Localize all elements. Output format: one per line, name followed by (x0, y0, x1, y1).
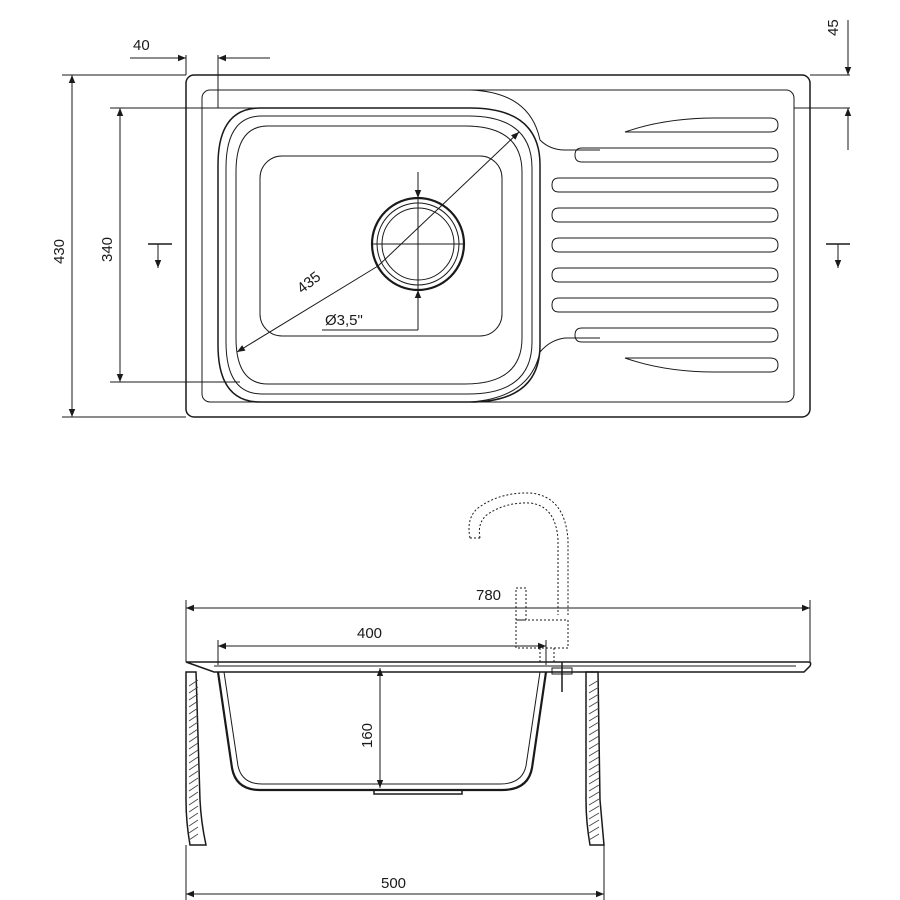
top-view (185, 74, 850, 418)
drainer-transition-bottom (469, 337, 600, 403)
bowl-floor (259, 155, 503, 337)
dim-diagonal: 435 (294, 268, 324, 297)
drainer-rib (551, 297, 779, 313)
drainer-rib (551, 267, 779, 283)
dim-offset-left: 40 (133, 37, 150, 54)
drainer-ribs (551, 117, 779, 373)
drain-outlet (373, 789, 463, 795)
drainer-rib (574, 147, 779, 163)
dim-bowl-width: 400 (357, 625, 382, 642)
bowl-profile (216, 671, 548, 792)
dim-total-width: 780 (476, 587, 501, 604)
sink-outer-rim (185, 74, 811, 418)
section-marker-right (826, 243, 850, 268)
drainer-rib (624, 357, 779, 373)
drainer-transition (469, 89, 600, 151)
dim-bowl-depth: 160 (359, 723, 376, 748)
sink-inner-deck (201, 89, 795, 403)
cabinet-wall-right (585, 671, 605, 846)
dim-total-height: 430 (51, 239, 68, 264)
section-marker-left (148, 243, 172, 268)
dim-cabinet-width: 500 (381, 875, 406, 892)
dim-bowl-height: 340 (99, 237, 116, 262)
sink-rim-profile (185, 661, 812, 673)
drainer-rib (624, 117, 779, 133)
side-view (185, 492, 812, 846)
drainer-rib (551, 207, 779, 223)
dim-drain-diameter: Ø3,5" (325, 312, 363, 329)
drain-icon (370, 196, 466, 292)
drainer-rib (574, 327, 779, 343)
drainer-rib (551, 237, 779, 253)
cabinet-wall-left (185, 671, 207, 846)
bowl-slope (235, 125, 523, 385)
dim-offset-top: 45 (825, 19, 842, 36)
side-view-dimensions: 780 400 160 500 (185, 587, 811, 900)
bowl-rim-inner (225, 115, 533, 395)
top-view-dimensions: 40 45 430 340 435 (51, 19, 852, 418)
drainer-rib (551, 177, 779, 193)
